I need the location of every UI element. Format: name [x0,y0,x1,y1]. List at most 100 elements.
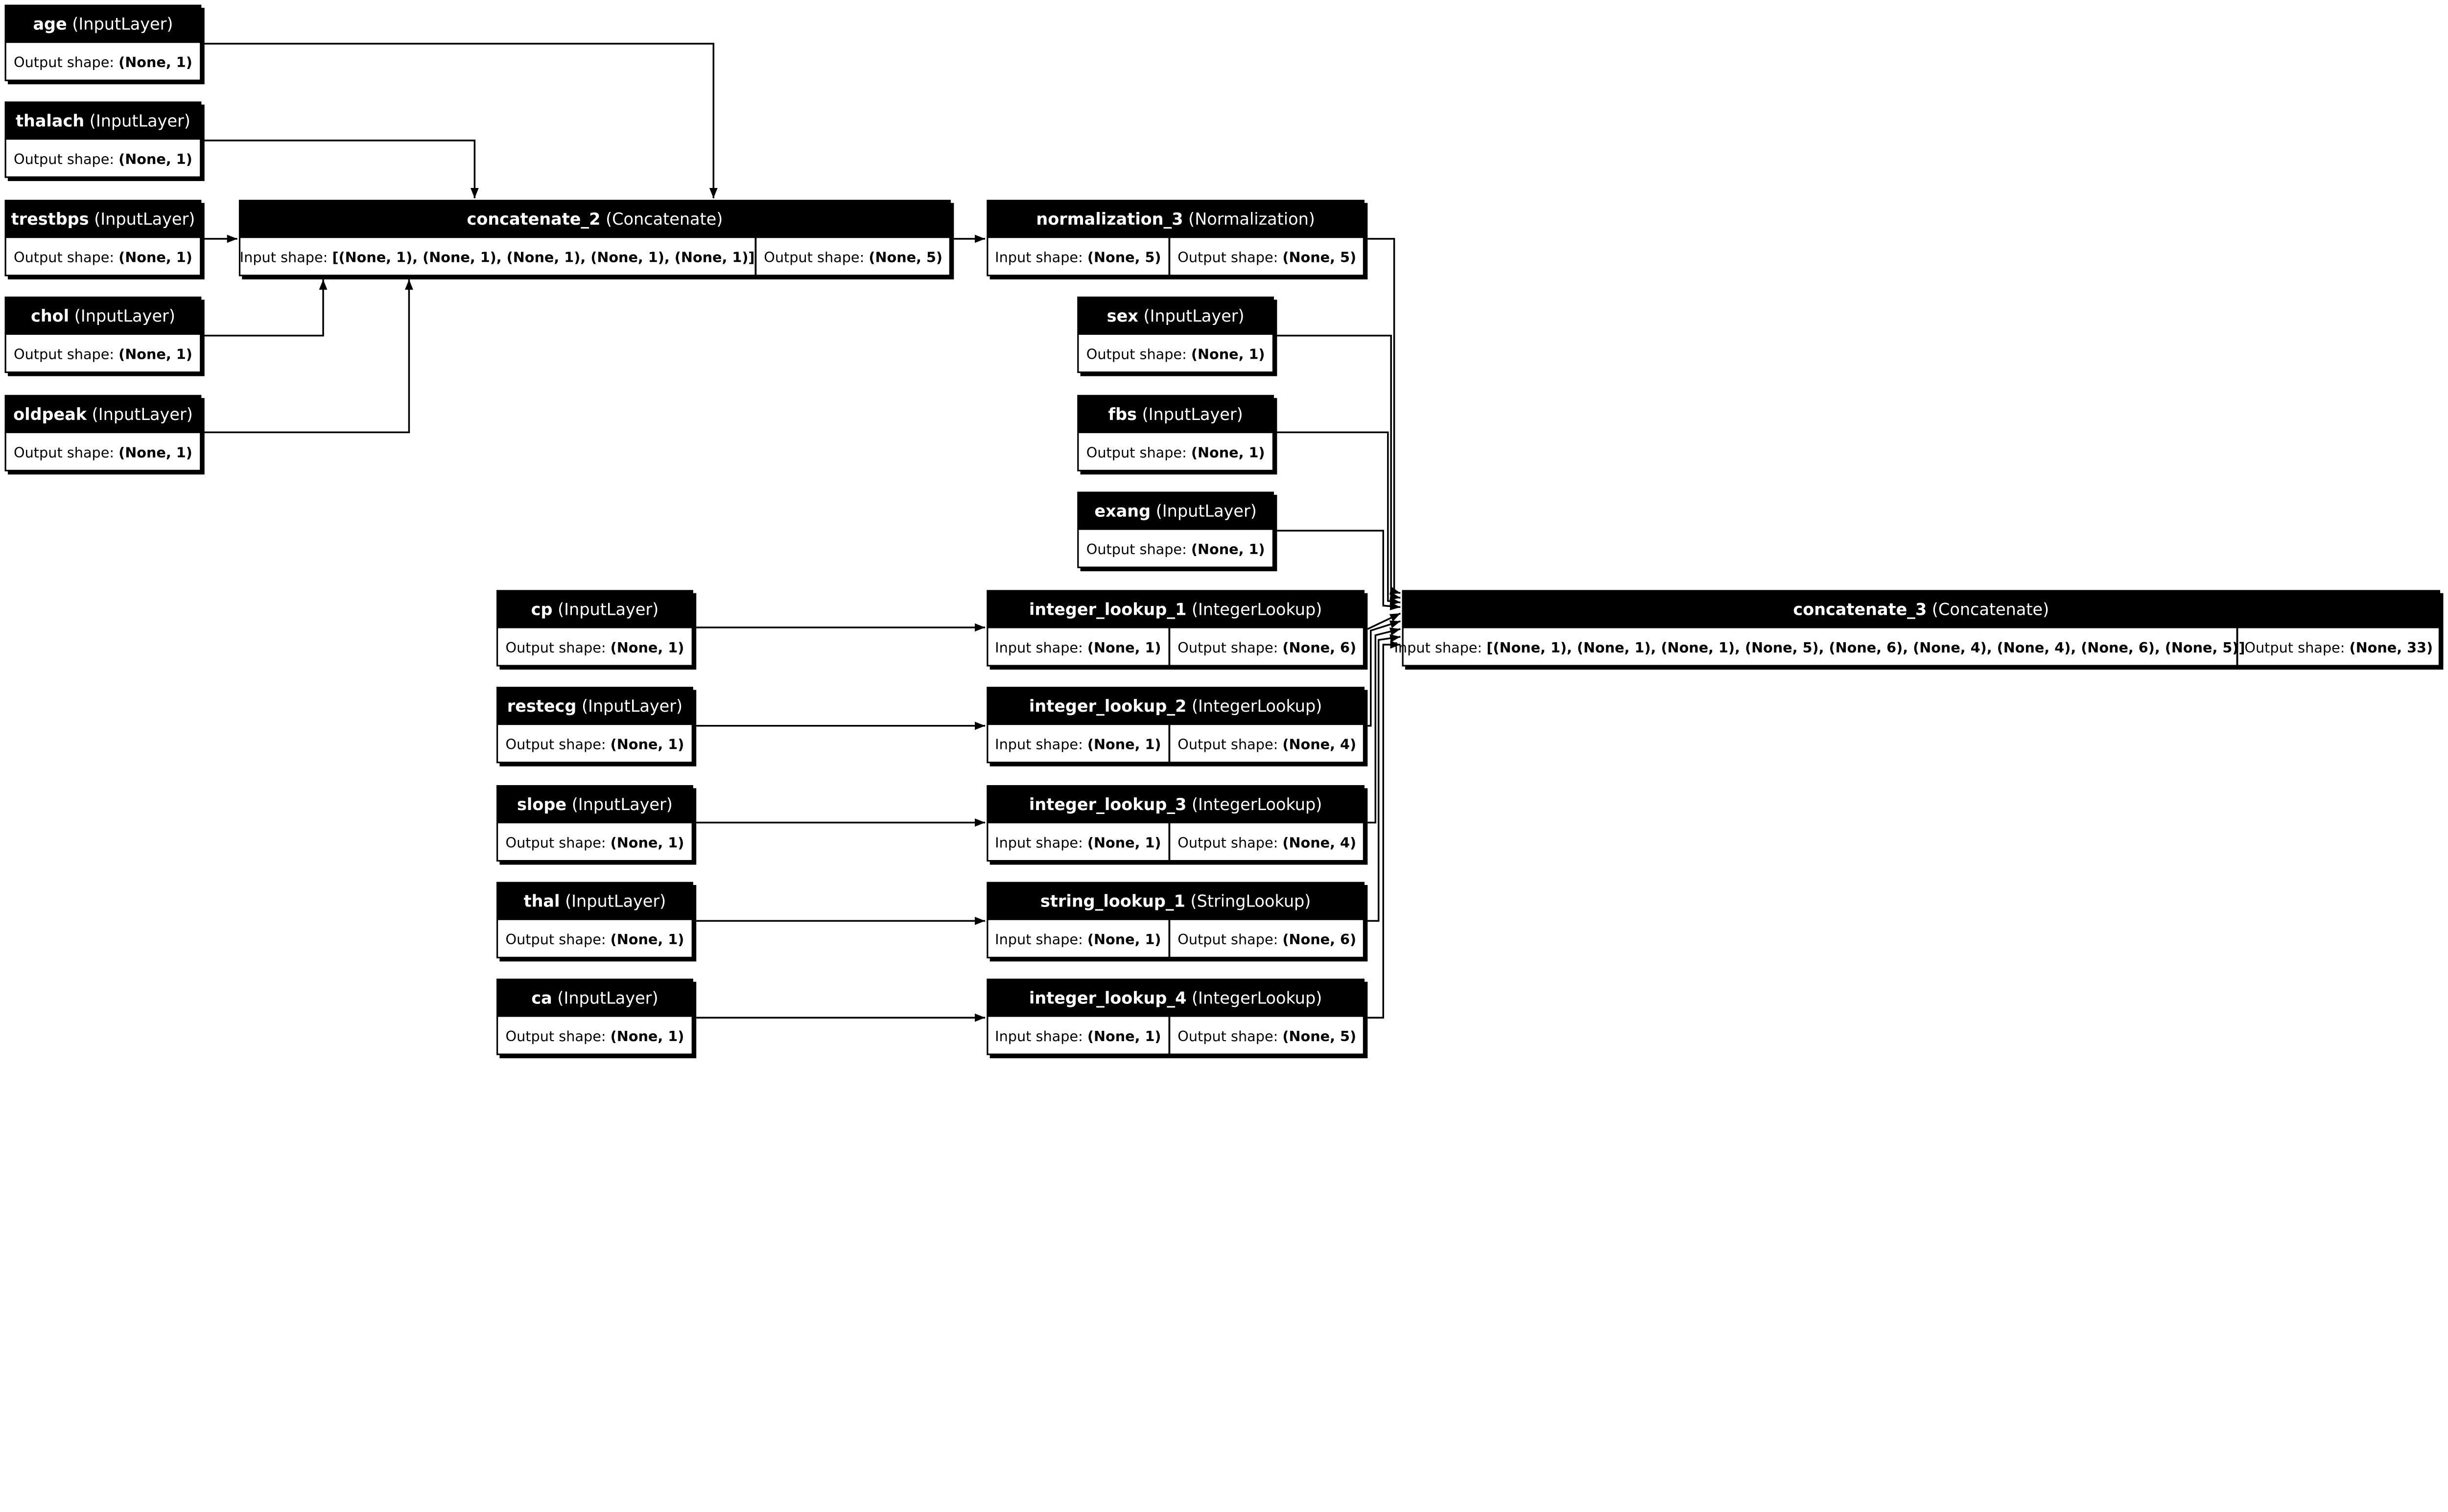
node-title: integer_lookup_3 (IntegerLookup) [1029,795,1322,814]
layer-node-integer_lookup_2[interactable]: integer_lookup_2 (IntegerLookup)Input sh… [987,687,1368,767]
input-shape: Input shape: (None, 1) [995,736,1161,753]
node-title: concatenate_2 (Concatenate) [467,209,723,229]
node-body [987,918,1365,958]
layer-node-fbs[interactable]: fbs (InputLayer)Output shape: (None, 1) [1077,395,1277,475]
node-body [1402,627,2441,667]
output-shape: Output shape: (None, 1) [14,54,192,70]
node-body [496,821,693,862]
node-body [496,1015,693,1055]
node-header [4,296,202,334]
node-header [4,4,202,43]
layer-type: (InputLayer) [67,15,173,34]
node-title: integer_lookup_4 (IntegerLookup) [1029,988,1322,1007]
node-title: fbs (InputLayer) [1108,405,1243,424]
input-shape: Input shape: (None, 1) [995,1028,1161,1045]
layer-node-sex[interactable]: sex (InputLayer)Output shape: (None, 1) [1077,296,1277,376]
node-title: sex (InputLayer) [1107,306,1245,326]
layer-node-normalization_3[interactable]: normalization_3 (Normalization)Input sha… [987,200,1368,279]
output-shape: Output shape: (None, 6) [1177,931,1356,948]
layer-type: (IntegerLookup) [1186,795,1322,814]
output-shape: Output shape: (None, 1) [1086,541,1265,558]
layer-name: cp [531,600,553,619]
node-body [496,918,693,958]
node-body [987,821,1365,862]
layer-node-thalach[interactable]: thalach (InputLayer) Output shape: (None,… [4,101,205,181]
layer-node-integer_lookup_3[interactable]: integer_lookup_3 (IntegerLookup)Input sh… [987,785,1368,865]
layer-node-ca[interactable]: ca (InputLayer)Output shape: (None, 1) [496,978,697,1058]
edge-string_lookup_1-to-concatenate_3 [1367,634,1401,922]
layer-node-integer_lookup_1[interactable]: integer_lookup_1 (IntegerLookup)Input sh… [987,590,1368,670]
layer-type: (InputLayer) [84,111,190,130]
output-shape: Output shape: (None, 33) [2244,639,2433,656]
layer-name: normalization_3 [1036,209,1183,229]
node-header [496,687,693,724]
layer-name: ca [531,988,552,1007]
nodes: age (InputLayer)Output shape: (None, 1)t… [4,4,2444,1058]
layer-type: (InputLayer) [1138,306,1245,326]
output-shape: Output shape: (None, 1) [506,1028,684,1045]
layer-name: string_lookup_1 [1040,892,1185,911]
node-body [4,431,202,472]
layer-type: (InputLayer) [1137,405,1243,424]
node-body [1077,528,1274,568]
output-shape: Output shape: (None, 1) [506,639,684,656]
input-shape: Input shape: [(None, 1), (None, 1), (Non… [240,249,755,266]
output-shape: Output shape: (None, 5) [764,249,942,266]
node-title: string_lookup_1 (StringLookup) [1040,892,1311,911]
layer-name: thalach [16,111,84,130]
layer-node-slope[interactable]: slope (InputLayer)Output shape: (None, 1… [496,785,697,865]
node-header [1077,395,1274,433]
layer-node-concatenate_3[interactable]: concatenate_3 (Concatenate)Input shape: … [1394,590,2444,670]
node-title: slope (InputLayer) [517,795,673,814]
layer-node-exang[interactable]: exang (InputLayer) Output shape: (None, 1… [1077,491,1277,572]
layer-name: exang [1094,501,1151,520]
node-header [1077,296,1274,334]
layer-node-concatenate_2[interactable]: concatenate_2 (Concatenate) Input shape: … [238,200,954,279]
output-shape: Output shape: (None, 1) [14,151,192,167]
layer-node-cp[interactable]: cp (InputLayer)Output shape: (None, 1) [496,590,697,670]
edge-oldpeak-to-concatenate_2 [201,279,413,434]
layer-node-age[interactable]: age (InputLayer)Output shape: (None, 1) [4,4,205,85]
layer-node-integer_lookup_4[interactable]: integer_lookup_4 (IntegerLookup) Input sh… [987,978,1368,1058]
layer-type: (InputLayer) [1151,501,1257,520]
node-body [987,627,1365,667]
node-body [496,627,693,667]
node-body [4,236,202,277]
layer-name: integer_lookup_3 [1029,795,1186,814]
layer-name: chol [31,306,69,326]
output-shape: Output shape: (None, 1) [14,346,192,362]
edge-fbs-to-concatenate_3 [1277,431,1401,605]
node-title: integer_lookup_1 (IntegerLookup) [1029,600,1322,619]
edge-integer_lookup_2-to-concatenate_3 [1367,620,1401,727]
layer-node-thal[interactable]: thal (InputLayer)Output shape: (None, 1) [496,882,697,962]
input-shape: Input shape: [(None, 1), (None, 1), (Non… [1394,639,2245,656]
output-shape: Output shape: (None, 1) [506,736,684,753]
output-shape: Output shape: (None, 1) [14,444,192,461]
layer-name: concatenate_2 [467,209,601,229]
edge-integer_lookup_1-to-concatenate_3 [1367,612,1401,630]
layer-node-string_lookup_1[interactable]: string_lookup_1 (StringLookup)Input shap… [987,882,1368,962]
layer-name: integer_lookup_4 [1029,988,1186,1007]
layer-type: (InputLayer) [576,697,683,716]
layer-node-restecg[interactable]: restecg (InputLayer) Output shape: (None,… [496,687,697,767]
node-header [1402,590,2441,628]
layer-type: (InputLayer) [87,405,193,424]
node-title: restecg (InputLayer) [507,697,683,716]
edge-integer_lookup_4-to-concatenate_3 [1367,640,1401,1019]
layer-node-oldpeak[interactable]: oldpeak (InputLayer) Output shape: (None,… [4,395,205,475]
node-title: exang (InputLayer) [1094,501,1256,520]
node-header [987,687,1365,724]
node-title: trestbps (InputLayer) [11,209,195,229]
node-body [987,236,1365,277]
node-header [4,395,202,433]
node-header [987,590,1365,628]
node-title: oldpeak (InputLayer) [13,405,193,424]
layer-name: integer_lookup_1 [1029,600,1186,619]
layer-type: (InputLayer) [560,892,666,911]
node-header [987,978,1365,1016]
layer-node-trestbps[interactable]: trestbps (InputLayer)Output shape: (None… [4,200,205,279]
node-header [4,101,202,139]
input-shape: Input shape: (None, 5) [995,249,1161,266]
layer-node-chol[interactable]: chol (InputLayer)Output shape: (None, 1) [4,296,205,376]
node-header [496,785,693,823]
